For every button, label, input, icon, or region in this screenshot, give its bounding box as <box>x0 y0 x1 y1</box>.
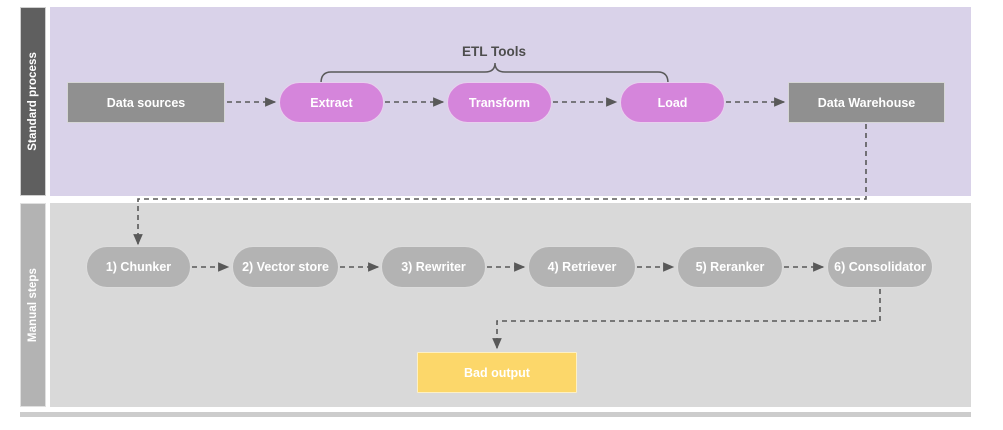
swimlane-manual-steps-header: Manual steps <box>20 203 46 407</box>
node-data-warehouse[interactable]: Data Warehouse <box>788 82 945 123</box>
swimlane-manual-steps-label: Manual steps <box>27 267 39 343</box>
node-vector-store[interactable]: 2) Vector store <box>232 246 339 288</box>
node-extract[interactable]: Extract <box>279 82 384 123</box>
node-reranker[interactable]: 5) Reranker <box>677 246 783 288</box>
node-rewriter[interactable]: 3) Rewriter <box>381 246 486 288</box>
swimlane-standard-process-header: Standard process <box>20 7 46 196</box>
node-transform[interactable]: Transform <box>447 82 552 123</box>
node-bad-output[interactable]: Bad output <box>417 352 577 393</box>
node-chunker[interactable]: 1) Chunker <box>86 246 191 288</box>
node-data-sources[interactable]: Data sources <box>67 82 225 123</box>
diagram-footer-bar <box>20 412 971 417</box>
swimlane-standard-process-label: Standard process <box>27 52 39 151</box>
node-retriever[interactable]: 4) Retriever <box>528 246 636 288</box>
node-consolidator[interactable]: 6) Consolidator <box>827 246 933 288</box>
node-load[interactable]: Load <box>620 82 725 123</box>
etl-tools-label: ETL Tools <box>462 44 526 59</box>
